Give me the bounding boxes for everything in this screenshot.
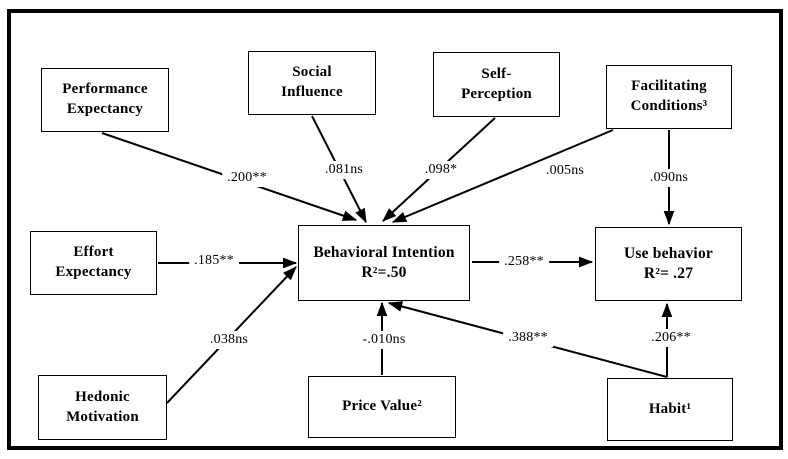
path-coefficient-fc-ub: .090ns (644, 169, 694, 187)
node-label: Self- (481, 65, 512, 82)
path-coefficient-pe-bi: .200** (222, 169, 272, 187)
node-label: Price Value² (342, 398, 422, 415)
node-performance-expectancy: Performance Expectancy (41, 68, 169, 132)
node-facilitating-conditions: Facilitating Conditions³ (606, 65, 732, 129)
node-label: Social (292, 64, 332, 81)
node-label: Effort (73, 244, 114, 261)
node-social-influence: Social Influence (248, 51, 376, 115)
node-label: Expectancy (66, 101, 144, 117)
node-self-perception: Self- Perception (433, 52, 560, 117)
node-behavioral-intention: Behavioral Intention R²=.50 (298, 225, 470, 301)
path-coefficient-bi-ub: .258** (499, 253, 549, 271)
path-coefficient-si-bi: .081ns (319, 161, 369, 179)
node-label: Expectancy (55, 264, 132, 280)
node-label: Hedonic (75, 388, 130, 405)
path-coefficient-sp-bi: .098* (419, 161, 463, 179)
node-label: Behavioral Intention (313, 243, 455, 261)
path-coefficient-fc-bi: .005ns (540, 162, 590, 180)
node-price-value: Price Value² (308, 376, 456, 438)
path-coefficient-hm-bi: .038ns (204, 331, 254, 349)
path-coefficient-ee-bi: .185** (189, 252, 239, 270)
node-r-squared: R²=.50 (361, 264, 407, 281)
path-coefficient-pv-bi: -.010ns (357, 331, 411, 349)
node-hedonic-motivation: Hedonic Motivation (38, 375, 167, 440)
node-label: Habit¹ (648, 400, 692, 417)
node-use-behavior: Use behavior R²= .27 (595, 227, 742, 301)
node-r-squared: R²= .27 (643, 265, 694, 282)
path-coefficient-habit-bi: .388** (503, 329, 553, 347)
node-label: Use behavior (624, 244, 713, 262)
path-coefficient-habit-ub: .206** (646, 329, 696, 347)
diagram-border (7, 9, 783, 450)
node-label: Performance (62, 81, 148, 98)
node-label: Facilitating (631, 78, 707, 95)
node-label: Conditions³ (630, 98, 708, 114)
node-habit: Habit¹ (607, 378, 733, 441)
arrow-facilitating-conditions-to-behavioral-intention (391, 129, 614, 223)
node-label: Motivation (66, 408, 139, 425)
node-label: Perception (461, 85, 532, 102)
node-label: Influence (281, 84, 343, 100)
node-effort-expectancy: Effort Expectancy (30, 231, 157, 295)
